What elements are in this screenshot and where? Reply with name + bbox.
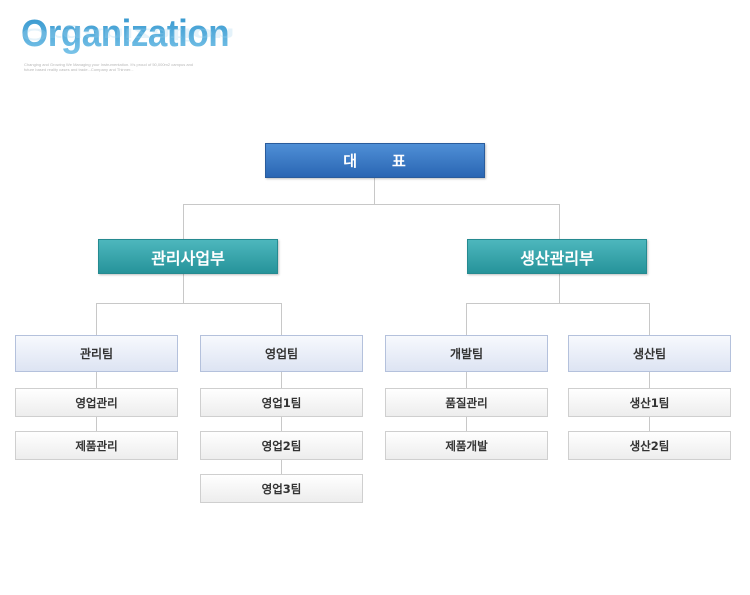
team-box-sales[interactable]: 영업팀 xyxy=(200,335,363,372)
tagline-line-2: future based reality cases and trade...C… xyxy=(24,67,134,72)
connector-team-3 xyxy=(466,303,467,336)
logo-reflection: Organization xyxy=(21,24,235,44)
connector-team-bar-left xyxy=(96,303,282,304)
connector-division-bar xyxy=(183,204,560,205)
team-box-management[interactable]: 관리팀 xyxy=(15,335,178,372)
connector-division-left xyxy=(183,204,184,240)
unit-box[interactable]: 생산2팀 xyxy=(568,431,731,460)
tagline-line-1: Changing and Growing We Managing your In… xyxy=(24,62,194,67)
connector-team-2 xyxy=(281,303,282,336)
connector-ceo-down xyxy=(374,177,375,204)
connector-div1-down xyxy=(183,273,184,304)
ceo-label-char-2: 표 xyxy=(392,152,407,170)
logo-title: Organization xyxy=(21,13,230,55)
ceo-label-char-1: 대 xyxy=(343,152,358,170)
connector-team-bar-right xyxy=(466,303,650,304)
division-box-management[interactable]: 관리사업부 xyxy=(98,239,278,274)
connector-team-4 xyxy=(649,303,650,336)
unit-box[interactable]: 영업2팀 xyxy=(200,431,363,460)
unit-box[interactable]: 영업관리 xyxy=(15,388,178,417)
connector-col-2 xyxy=(281,372,282,475)
team-box-production[interactable]: 생산팀 xyxy=(568,335,731,372)
unit-box[interactable]: 영업3팀 xyxy=(200,474,363,503)
unit-box[interactable]: 품질관리 xyxy=(385,388,548,417)
unit-box[interactable]: 제품관리 xyxy=(15,431,178,460)
connector-team-1 xyxy=(96,303,97,336)
team-box-development[interactable]: 개발팀 xyxy=(385,335,548,372)
ceo-box[interactable]: 대 표 xyxy=(265,143,485,178)
unit-box[interactable]: 생산1팀 xyxy=(568,388,731,417)
division-box-production[interactable]: 생산관리부 xyxy=(467,239,647,274)
connector-division-right xyxy=(559,204,560,240)
connector-div2-down xyxy=(559,273,560,304)
unit-box[interactable]: 제품개발 xyxy=(385,431,548,460)
unit-box[interactable]: 영업1팀 xyxy=(200,388,363,417)
